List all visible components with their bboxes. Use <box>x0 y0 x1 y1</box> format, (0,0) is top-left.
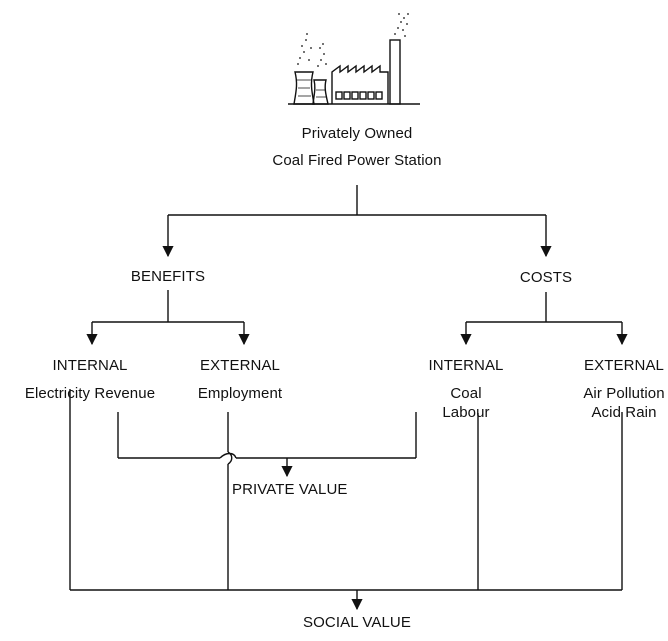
source-line1: Privately Owned <box>301 125 413 142</box>
power-station-icon <box>288 13 420 105</box>
benefits-internal-item: Electricity Revenue <box>24 385 156 402</box>
benefits-label: BENEFITS <box>130 268 206 285</box>
costs-external-heading: EXTERNAL <box>584 357 664 374</box>
private-value-label: PRIVATE VALUE <box>232 481 348 498</box>
costs-external-item-2: Acid Rain <box>591 404 657 421</box>
benefits-internal-heading: INTERNAL <box>52 357 128 374</box>
costs-internal-item-1: Coal <box>450 385 482 402</box>
costs-external-item-1: Air Pollution <box>583 385 665 402</box>
benefits-external-heading: EXTERNAL <box>200 357 280 374</box>
costs-label: COSTS <box>519 269 573 286</box>
costs-internal-heading: INTERNAL <box>428 357 504 374</box>
social-value-label: SOCIAL VALUE <box>303 614 411 631</box>
source-line2: Coal Fired Power Station <box>272 152 442 169</box>
connector-lines <box>69 185 628 611</box>
costs-internal-item-2: Labour <box>442 404 490 421</box>
benefits-external-item: Employment <box>197 385 283 402</box>
